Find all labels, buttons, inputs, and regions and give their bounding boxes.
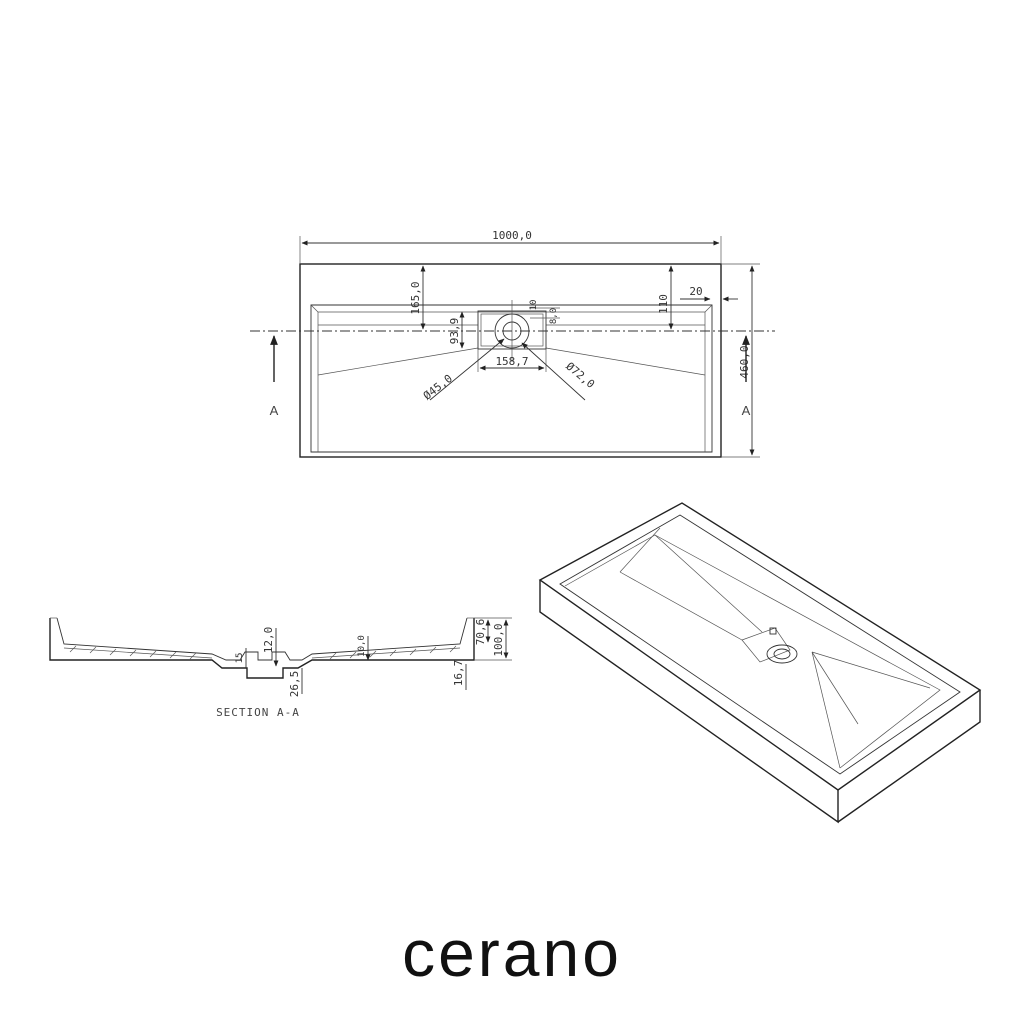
dim-overall-width: 1000,0 bbox=[492, 229, 532, 242]
basin-inner bbox=[310, 304, 713, 453]
dim-rim-width: 20 bbox=[689, 285, 702, 298]
dim-slot-b: 8,0 bbox=[549, 308, 559, 324]
dim-outer-diameter: Ø72,0 bbox=[563, 360, 597, 391]
section-mark-left: A bbox=[270, 403, 279, 418]
isometric-view bbox=[538, 502, 982, 824]
dim-drain-offset: 93,9 bbox=[448, 318, 461, 345]
dim-rim-depth: 110 bbox=[657, 294, 670, 314]
iso-drain bbox=[766, 644, 798, 664]
brand-logo: cerano bbox=[402, 916, 622, 990]
dim-drain-diameter: Ø45,0 bbox=[421, 372, 455, 403]
dim-base-height: 16,7 bbox=[452, 660, 465, 687]
dim-overall-depth: 460,0 bbox=[738, 345, 751, 378]
section-title: SECTION A-A bbox=[216, 706, 300, 719]
iso-top-face bbox=[538, 502, 982, 791]
plan-view: 1000,0 460,0 165,0 93,9 158,7 Ø45,0 Ø72,… bbox=[250, 229, 775, 458]
dim-rim-to-centerline: 165,0 bbox=[409, 281, 422, 314]
dim-drain-cover-width: 158,7 bbox=[495, 355, 528, 368]
dim-depth-a: 12,0 bbox=[262, 627, 275, 654]
dim-height-total: 100,0 bbox=[492, 623, 505, 656]
dim-depth-c: 26,5 bbox=[288, 671, 301, 698]
iso-side-face bbox=[837, 690, 981, 823]
dim-slot-a: 10 bbox=[529, 300, 539, 311]
basin-outline bbox=[299, 263, 722, 458]
iso-front-face bbox=[539, 580, 839, 824]
dim-depth-b: 15 bbox=[235, 653, 245, 664]
section-profile bbox=[49, 618, 475, 679]
dim-depth-e: 70,6 bbox=[474, 619, 487, 646]
dim-depth-d: 10,0 bbox=[357, 635, 367, 657]
section-view: 70,6 100,0 16,7 12,0 15 26,5 10,0 SECTIO… bbox=[49, 617, 512, 719]
section-mark-right: A bbox=[742, 403, 751, 418]
